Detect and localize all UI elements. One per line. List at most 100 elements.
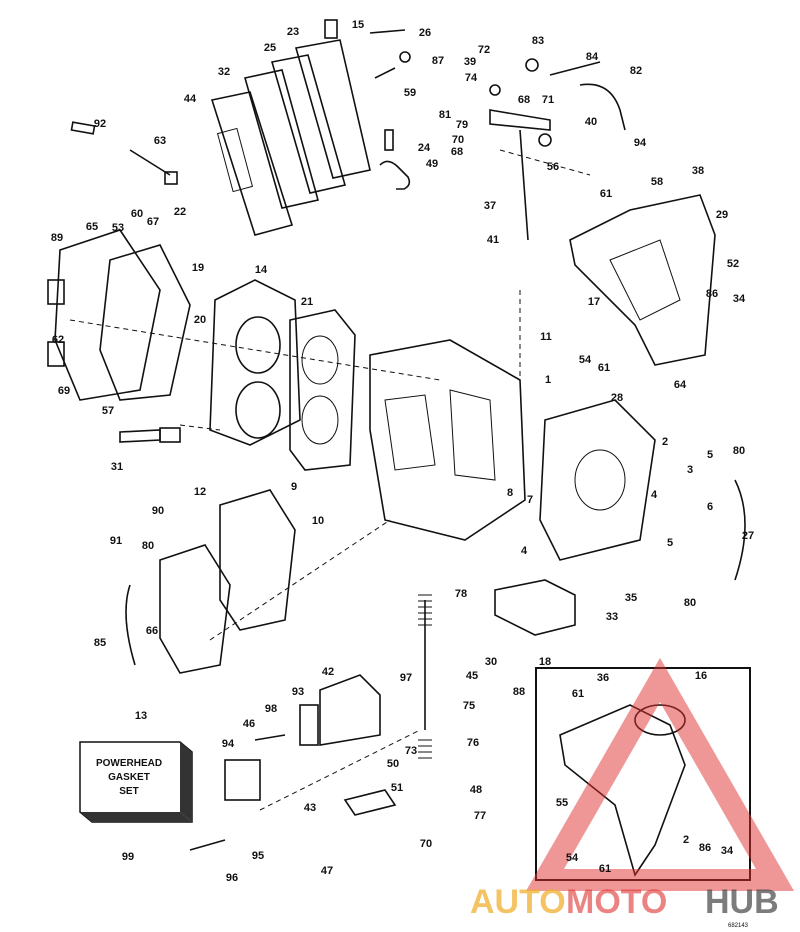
- watermark: AUTO MOTO HUB: [470, 657, 795, 921]
- part-number-label: 1: [545, 374, 551, 386]
- part-number-label: 63: [154, 135, 166, 147]
- part-number-label: 59: [404, 87, 416, 99]
- part-number-label: 69: [58, 385, 70, 397]
- part-number-label: 23: [287, 26, 299, 38]
- part-number-label: 67: [147, 216, 159, 228]
- part-number-label: 5: [667, 537, 673, 549]
- part-number-label: 39: [464, 56, 476, 68]
- part-number-label: 81: [439, 109, 451, 121]
- part-number-label: 38: [692, 165, 704, 177]
- part-number-label: 11: [540, 331, 552, 343]
- lower-parts: [125, 479, 746, 851]
- part-number-label: 90: [152, 505, 164, 517]
- part-number-label: 27: [742, 530, 754, 542]
- part-number-label: 71: [542, 94, 554, 106]
- part-number-label: 75: [463, 700, 475, 712]
- part-number-label: 15: [352, 19, 364, 31]
- kit-box-line1: POWERHEAD: [96, 758, 162, 769]
- part-number-label: 26: [419, 27, 431, 39]
- part-number-label: 46: [243, 718, 255, 730]
- inset-part-number-label: 36: [597, 672, 609, 684]
- part-number-label: 49: [426, 158, 438, 170]
- part-number-label: 97: [400, 672, 412, 684]
- part-number-label: 87: [432, 55, 444, 67]
- part-number-label: 32: [218, 66, 230, 78]
- part-number-label: 40: [585, 116, 597, 128]
- inset-part-number-label: 61: [599, 863, 611, 875]
- part-number-label: 74: [465, 72, 478, 84]
- inset-part-number-label: 16: [695, 670, 707, 682]
- part-number-label: 68: [451, 146, 463, 158]
- spark-plug-31: [119, 427, 181, 443]
- part-number-label: 83: [532, 35, 544, 47]
- part-number-label: 51: [391, 782, 403, 794]
- part-number-label: 53: [112, 222, 124, 234]
- watermark-moto: MOTO: [566, 883, 667, 921]
- part-number-label: 61: [600, 188, 612, 200]
- part-number-label: 77: [474, 810, 486, 822]
- part-number-label: 24: [418, 142, 431, 154]
- part-number-label: 22: [174, 206, 186, 218]
- part-number-label: 68: [518, 94, 530, 106]
- dashed-assembly-lines: [69, 149, 591, 811]
- inset-part-number-label: 2: [683, 834, 689, 846]
- watermark-hub: HUB: [705, 883, 779, 921]
- part-number-label: 45: [466, 670, 478, 682]
- part-number-label: 41: [487, 234, 499, 246]
- head-gasket-21: [289, 309, 356, 471]
- part-number-label: 48: [470, 784, 482, 796]
- part-number-label: 93: [292, 686, 304, 698]
- part-number-label: 35: [625, 592, 637, 604]
- inset-part-number-label: 86: [699, 842, 711, 854]
- part-number-labels: 1526232587593244926324497283843974828168…: [51, 19, 754, 884]
- part-number-label: 54: [579, 354, 592, 366]
- part-number-label: 18: [539, 656, 551, 668]
- part-number-label: 61: [598, 362, 610, 374]
- inset-part-number-label: 61: [572, 688, 584, 700]
- part-number-label: 82: [630, 65, 642, 77]
- part-number-label: 70: [452, 134, 464, 146]
- small-parts-top: [70, 19, 411, 190]
- part-number-label: 50: [387, 758, 399, 770]
- cylinder-head-14: [209, 279, 301, 446]
- part-number-label: 56: [547, 161, 559, 173]
- intake-covers-left: [47, 229, 191, 401]
- part-number-label: 4: [651, 489, 658, 501]
- part-number-label: 20: [194, 314, 206, 326]
- part-number-label: 29: [716, 209, 728, 221]
- part-number-label: 19: [192, 262, 204, 274]
- part-number-label: 37: [484, 200, 496, 212]
- part-number-label: 96: [226, 872, 238, 884]
- part-number-label: 28: [611, 392, 623, 404]
- bracket-52: [569, 194, 716, 366]
- part-number-label: 78: [455, 588, 467, 600]
- part-number-label: 88: [513, 686, 525, 698]
- part-number-label: 6: [707, 501, 713, 513]
- part-number-label: 25: [264, 42, 276, 54]
- inset-part-number-label: 34: [721, 845, 734, 857]
- part-number-label: 84: [586, 51, 599, 63]
- part-number-label: 4: [521, 545, 528, 557]
- part-number-label: 95: [252, 850, 264, 862]
- cylinder-block: [369, 339, 526, 541]
- part-number-label: 43: [304, 802, 316, 814]
- powerhead-gasket-set-box: POWERHEAD GASKET SET: [79, 741, 193, 823]
- part-number-label: 66: [146, 625, 158, 637]
- part-number-label: 12: [194, 486, 206, 498]
- part-number-label: 91: [110, 535, 122, 547]
- watermark-auto: AUTO: [470, 883, 566, 921]
- figure-code: 682143: [728, 923, 749, 929]
- part-number-label: 80: [684, 597, 696, 609]
- part-number-label: 7: [527, 494, 533, 506]
- part-number-label: 99: [122, 851, 134, 863]
- part-number-label: 80: [142, 540, 154, 552]
- part-number-label: 5: [707, 449, 713, 461]
- part-number-label: 44: [184, 93, 197, 105]
- part-number-label: 13: [135, 710, 147, 722]
- part-number-label: 92: [94, 118, 106, 130]
- part-number-label: 86: [706, 288, 718, 300]
- part-number-label: 60: [131, 208, 143, 220]
- part-number-label: 94: [222, 738, 235, 750]
- part-number-label: 76: [467, 737, 479, 749]
